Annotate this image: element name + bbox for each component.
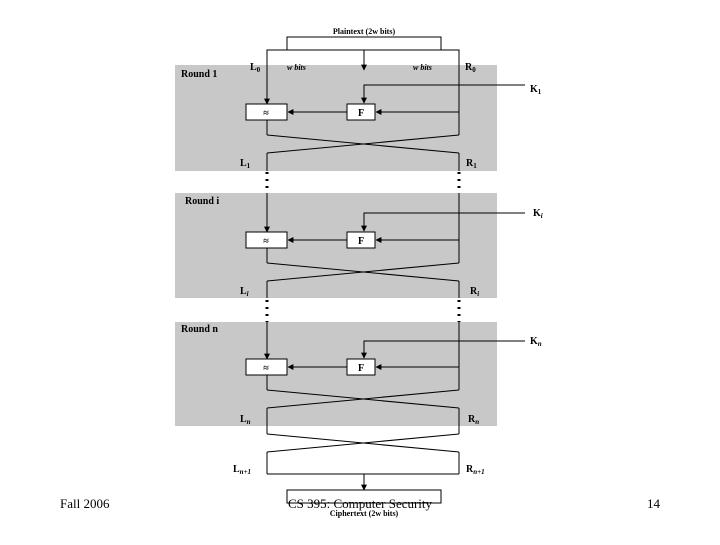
f-label-1: F [358, 108, 364, 119]
footer-date: Fall 2006 [60, 496, 110, 511]
f-label-n: F [358, 363, 364, 374]
ciphertext-label: Ciphertext (2w bits) [330, 509, 399, 518]
label-l1: L1 [240, 158, 251, 170]
label-li: Li [240, 286, 249, 298]
plaintext-right-feed [441, 49, 460, 65]
plaintext-box [286, 36, 442, 51]
round-i-panel [175, 193, 497, 298]
round-n-panel [175, 322, 497, 426]
cross-ib [266, 262, 460, 282]
round-1-panel [175, 65, 497, 171]
xor-symbol-n: ≈ [263, 363, 269, 374]
label-rn: Rn [468, 414, 479, 426]
label-rn1: Rn+1 [466, 464, 485, 476]
label-ln: Ln [240, 414, 251, 426]
xor-symbol-1: ≈ [263, 108, 269, 119]
xor-symbol-i: ≈ [263, 236, 269, 247]
key-k1: K1 [530, 84, 542, 96]
cross-1b [266, 134, 460, 154]
key-kn: Kn [530, 336, 542, 348]
label-l0: L0 [250, 62, 261, 74]
footer-course: CS 395: Computer Security [287, 496, 433, 511]
ciphertext-box [286, 489, 442, 504]
round-n-title: Round n [181, 324, 218, 335]
round-1-title: Round 1 [181, 69, 217, 80]
key-ki: Ki [533, 208, 543, 220]
w-bits-left: w bits [287, 63, 306, 72]
plaintext-left-feed [266, 49, 287, 65]
footer-page-number: 14 [647, 496, 660, 511]
label-r1: R1 [466, 158, 477, 170]
label-ln1: Ln+1 [233, 464, 251, 476]
w-bits-right: w bits [413, 63, 432, 72]
cross-nb [266, 389, 460, 409]
label-r0: R0 [465, 62, 476, 74]
label-ri: Ri [470, 286, 479, 298]
f-label-i: F [358, 236, 364, 247]
final-swap-b [266, 433, 460, 453]
round-i-title: Round i [185, 196, 219, 207]
plaintext-label: Plaintext (2w bits) [333, 27, 396, 36]
